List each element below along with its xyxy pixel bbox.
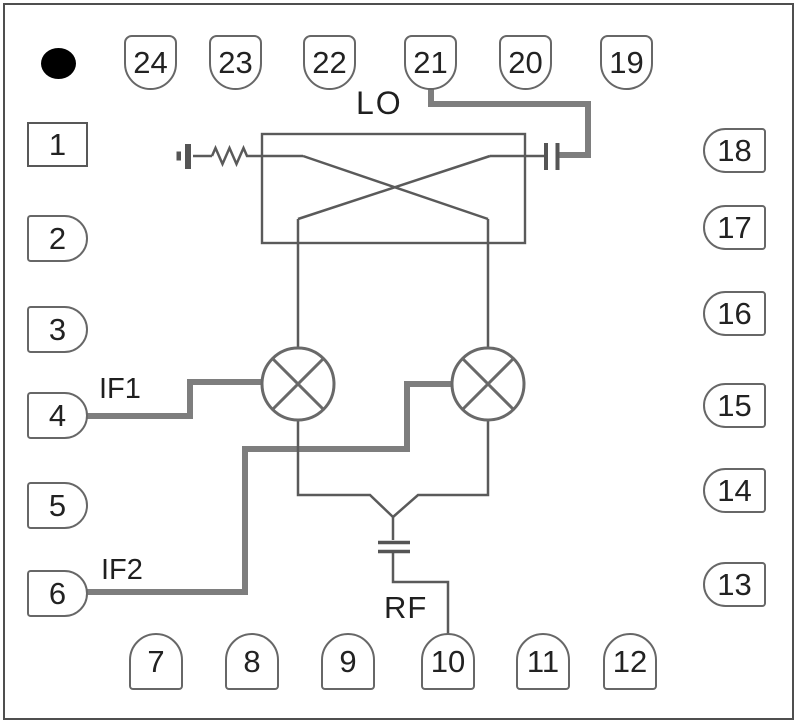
- pin-13: 13: [703, 562, 766, 607]
- combiner-right-wire: [392, 419, 490, 518]
- pin-4: 4: [27, 392, 88, 439]
- pin1-indicator-dot: [41, 48, 76, 79]
- if2-port-label: IF2: [101, 554, 143, 586]
- pin-5: 5: [27, 482, 88, 529]
- rf-port-label: RF: [384, 590, 428, 625]
- pin-14: 14: [703, 468, 766, 513]
- balun-box: [260, 132, 527, 245]
- schematic-wires: [193, 144, 544, 634]
- pin-12: 12: [603, 633, 657, 690]
- resistor-icon: [210, 144, 303, 168]
- pin-2: 2: [27, 215, 88, 262]
- combiner-left-wire: [296, 419, 394, 518]
- lo-termination-icon: [176, 144, 191, 169]
- pin-20: 20: [499, 35, 552, 90]
- signal-traces: [87, 89, 591, 595]
- lo-port-label: LO: [356, 85, 403, 121]
- pin-16: 16: [703, 291, 766, 336]
- pin-21: 21: [404, 35, 457, 90]
- pin-6: 6: [27, 570, 88, 617]
- mixer-1-icon: [260, 346, 336, 422]
- rf-capacitor-icon: [378, 540, 410, 554]
- pin-3: 3: [27, 306, 88, 353]
- pin-24: 24: [124, 35, 177, 90]
- pin-7: 7: [129, 633, 183, 690]
- pin-18: 18: [703, 128, 766, 173]
- pin-22: 22: [303, 35, 356, 90]
- if1-trace: [87, 379, 262, 419]
- if2-trace: [87, 381, 453, 595]
- if1-port-label: IF1: [99, 373, 141, 405]
- pin-9: 9: [321, 633, 375, 690]
- lo-capacitor-icon: [544, 143, 560, 170]
- mixer-2-icon: [450, 346, 526, 422]
- pin-10: 10: [421, 633, 475, 690]
- lo-trace: [428, 89, 591, 158]
- pin-8: 8: [225, 633, 279, 690]
- pin-17: 17: [703, 205, 766, 250]
- chip-outline: [3, 3, 794, 720]
- pin-11: 11: [516, 633, 570, 690]
- pin-15: 15: [703, 383, 766, 428]
- rf-output-wire: [391, 553, 450, 634]
- pin-1: 1: [27, 122, 88, 167]
- pin-23: 23: [209, 35, 262, 90]
- pin-19: 19: [600, 35, 653, 90]
- balun-winding-diagonal-2: [297, 154, 491, 221]
